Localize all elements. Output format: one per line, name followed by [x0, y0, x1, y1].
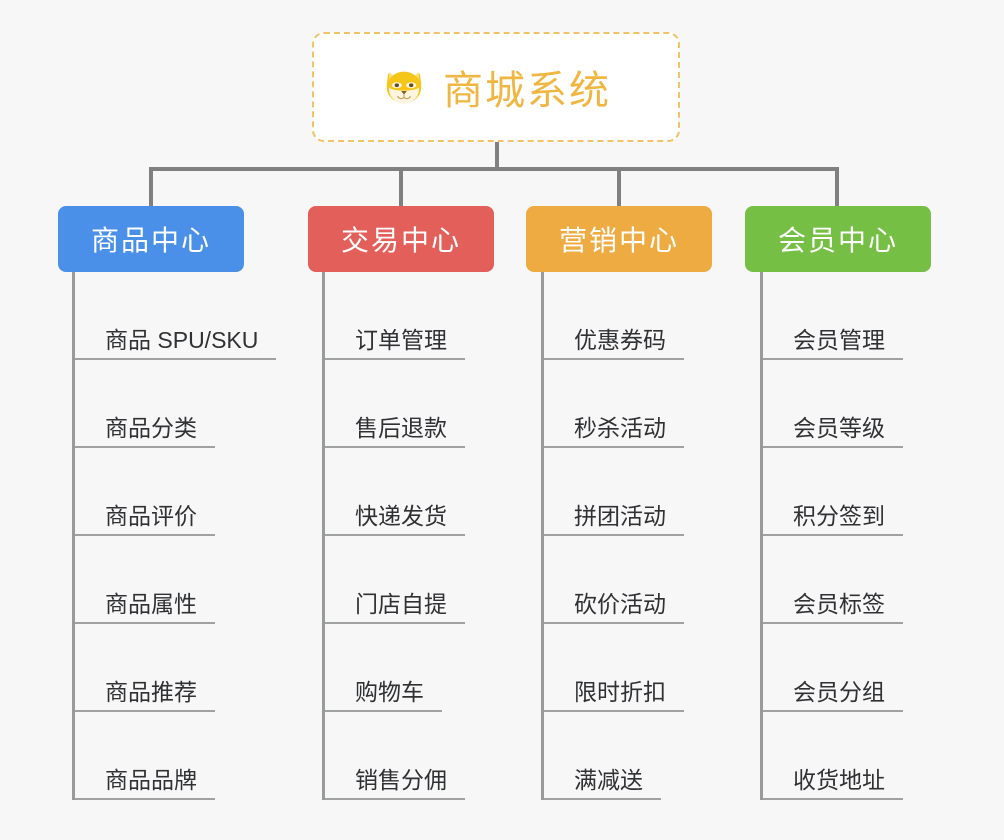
leaf-item[interactable]: 购物车	[325, 624, 442, 712]
branch-trunk-3	[760, 272, 763, 800]
connector-root-stub	[495, 142, 499, 170]
leaf-item[interactable]: 砍价活动	[544, 536, 684, 624]
leaf-item[interactable]: 订单管理	[325, 272, 465, 360]
leaf-item[interactable]: 商品评价	[75, 448, 215, 536]
leaf-item-label: 快递发货	[355, 502, 447, 529]
leaf-item-label: 积分签到	[793, 502, 885, 529]
leaf-item-label: 商品评价	[105, 502, 197, 529]
leaf-item-label: 购物车	[355, 678, 424, 705]
leaf-item[interactable]: 售后退款	[325, 360, 465, 448]
connector-drop-1	[149, 167, 153, 209]
shiba-dog-face-icon	[381, 63, 429, 111]
leaf-item-label: 会员标签	[793, 590, 885, 617]
leaf-item-label: 商品属性	[105, 590, 197, 617]
category-box-1[interactable]: 交易中心	[308, 206, 494, 272]
leaf-item-label: 订单管理	[355, 326, 447, 353]
leaf-item[interactable]: 收货地址	[763, 712, 903, 800]
connector-drop-2	[399, 167, 403, 209]
leaf-item-label: 会员等级	[793, 414, 885, 441]
leaf-item[interactable]: 门店自提	[325, 536, 465, 624]
leaf-item[interactable]: 快递发货	[325, 448, 465, 536]
category-label-3: 会员中心	[777, 225, 898, 256]
category-box-0[interactable]: 商品中心	[58, 206, 244, 272]
leaf-item[interactable]: 会员管理	[763, 272, 903, 360]
leaf-item[interactable]: 商品 SPU/SKU	[75, 272, 277, 360]
leaf-item[interactable]: 商品推荐	[75, 624, 215, 712]
leaf-item-label: 砍价活动	[574, 590, 666, 617]
category-box-3[interactable]: 会员中心	[745, 206, 931, 272]
branch-trunk-0	[72, 272, 75, 800]
leaf-item-label: 会员分组	[793, 678, 885, 705]
leaf-item[interactable]: 拼团活动	[544, 448, 684, 536]
leaf-item-label: 限时折扣	[574, 678, 666, 705]
branch-trunk-2	[541, 272, 544, 800]
leaf-item[interactable]: 限时折扣	[544, 624, 684, 712]
leaf-item-label: 销售分佣	[355, 766, 447, 793]
leaf-item[interactable]: 会员标签	[763, 536, 903, 624]
leaf-item-label: 满减送	[574, 766, 643, 793]
leaf-item-label: 商品 SPU/SKU	[105, 326, 259, 353]
leaf-item-label: 商品推荐	[105, 678, 197, 705]
root-node[interactable]: 商城系统	[312, 32, 680, 142]
leaf-item[interactable]: 商品品牌	[75, 712, 215, 800]
leaf-item[interactable]: 销售分佣	[325, 712, 465, 800]
category-label-1: 交易中心	[340, 225, 461, 256]
leaf-item-label: 会员管理	[793, 326, 885, 353]
leaf-item[interactable]: 秒杀活动	[544, 360, 684, 448]
leaf-item-label: 收货地址	[793, 766, 885, 793]
leaf-item-label: 商品品牌	[105, 766, 197, 793]
root-title: 商城系统	[443, 69, 611, 113]
category-box-2[interactable]: 营销中心	[526, 206, 712, 272]
leaf-item-label: 优惠券码	[574, 326, 666, 353]
branch-trunk-1	[322, 272, 325, 800]
leaf-item[interactable]: 优惠券码	[544, 272, 684, 360]
leaf-item-label: 门店自提	[355, 590, 447, 617]
leaf-item-label: 秒杀活动	[574, 414, 666, 441]
leaf-item-label: 拼团活动	[574, 502, 666, 529]
connector-horizontal-bus	[149, 167, 839, 171]
leaf-item-label: 售后退款	[355, 414, 447, 441]
leaf-item-label: 商品分类	[105, 414, 197, 441]
leaf-item[interactable]: 会员等级	[763, 360, 903, 448]
leaf-item[interactable]: 积分签到	[763, 448, 903, 536]
leaf-item[interactable]: 满减送	[544, 712, 661, 800]
connector-drop-3	[617, 167, 621, 209]
leaf-item[interactable]: 商品分类	[75, 360, 215, 448]
category-label-0: 商品中心	[90, 225, 211, 256]
leaf-item[interactable]: 会员分组	[763, 624, 903, 712]
leaf-item[interactable]: 商品属性	[75, 536, 215, 624]
category-label-2: 营销中心	[558, 225, 679, 256]
connector-drop-4	[835, 167, 839, 209]
